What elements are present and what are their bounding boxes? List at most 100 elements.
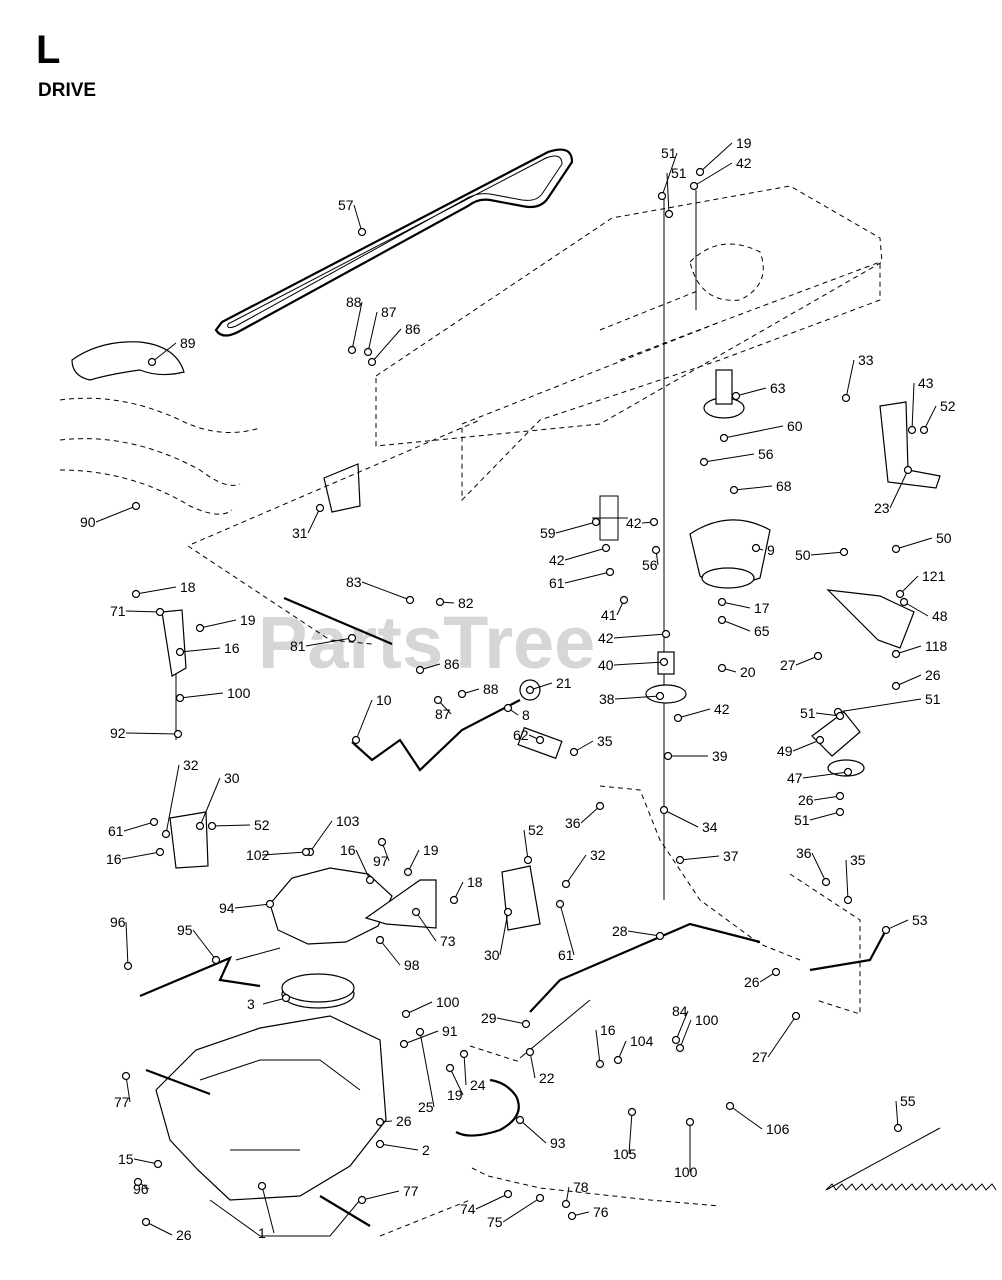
callout-29[interactable]: 29 [481, 1010, 497, 1026]
callout-86[interactable]: 86 [444, 656, 460, 672]
callout-88[interactable]: 88 [346, 294, 362, 310]
callout-19[interactable]: 19 [736, 135, 752, 151]
callout-51[interactable]: 51 [661, 145, 677, 161]
callout-68[interactable]: 68 [776, 478, 792, 494]
callout-21[interactable]: 21 [556, 675, 572, 691]
callout-87[interactable]: 87 [381, 304, 397, 320]
callout-93[interactable]: 93 [550, 1135, 566, 1151]
callout-23[interactable]: 23 [874, 500, 890, 516]
callout-92[interactable]: 92 [110, 725, 126, 741]
callout-47[interactable]: 47 [787, 770, 803, 786]
callout-82[interactable]: 82 [458, 595, 474, 611]
callout-102[interactable]: 102 [246, 847, 270, 863]
callout-18[interactable]: 18 [180, 579, 196, 595]
callout-30[interactable]: 30 [484, 947, 500, 963]
callout-89[interactable]: 89 [180, 335, 196, 351]
callout-65[interactable]: 65 [754, 623, 770, 639]
callout-42[interactable]: 42 [736, 155, 752, 171]
callout-15[interactable]: 15 [118, 1151, 134, 1167]
callout-118[interactable]: 118 [925, 638, 948, 654]
callout-42[interactable]: 42 [626, 515, 642, 531]
callout-59[interactable]: 59 [540, 525, 556, 541]
callout-100[interactable]: 100 [674, 1164, 698, 1180]
callout-26[interactable]: 26 [176, 1227, 192, 1243]
callout-26[interactable]: 26 [798, 792, 814, 808]
callout-2[interactable]: 2 [422, 1142, 430, 1158]
callout-91[interactable]: 91 [442, 1023, 458, 1039]
callout-26[interactable]: 26 [744, 974, 760, 990]
callout-16[interactable]: 16 [340, 842, 356, 858]
callout-32[interactable]: 32 [590, 847, 606, 863]
callout-98[interactable]: 98 [404, 957, 420, 973]
callout-105[interactable]: 105 [613, 1146, 637, 1162]
callout-88[interactable]: 88 [483, 681, 499, 697]
callout-96[interactable]: 96 [110, 914, 126, 930]
callout-20[interactable]: 20 [740, 664, 756, 680]
callout-16[interactable]: 16 [106, 851, 122, 867]
callout-62[interactable]: 62 [513, 727, 529, 743]
callout-56[interactable]: 56 [758, 446, 774, 462]
callout-27[interactable]: 27 [752, 1049, 768, 1065]
callout-74[interactable]: 74 [460, 1201, 476, 1217]
callout-90[interactable]: 90 [80, 514, 96, 530]
callout-35[interactable]: 35 [597, 733, 613, 749]
callout-96[interactable]: 96 [133, 1181, 149, 1197]
callout-51[interactable]: 51 [925, 691, 941, 707]
callout-104[interactable]: 104 [630, 1033, 654, 1049]
callout-24[interactable]: 24 [470, 1077, 486, 1093]
callout-31[interactable]: 31 [292, 525, 308, 541]
callout-9[interactable]: 9 [767, 542, 775, 558]
callout-32[interactable]: 32 [183, 757, 199, 773]
callout-95[interactable]: 95 [177, 922, 193, 938]
callout-50[interactable]: 50 [936, 530, 952, 546]
callout-26[interactable]: 26 [396, 1113, 412, 1129]
callout-19[interactable]: 19 [423, 842, 439, 858]
callout-97[interactable]: 97 [373, 853, 389, 869]
callout-40[interactable]: 40 [598, 657, 614, 673]
callout-22[interactable]: 22 [539, 1070, 555, 1086]
callout-19[interactable]: 19 [447, 1087, 463, 1103]
callout-19[interactable]: 19 [240, 612, 256, 628]
callout-35[interactable]: 35 [850, 852, 866, 868]
callout-63[interactable]: 63 [770, 380, 786, 396]
callout-26[interactable]: 26 [925, 667, 941, 683]
callout-94[interactable]: 94 [219, 900, 235, 916]
callout-106[interactable]: 106 [766, 1121, 790, 1137]
callout-43[interactable]: 43 [918, 375, 934, 391]
callout-16[interactable]: 16 [224, 640, 240, 656]
callout-61[interactable]: 61 [108, 823, 124, 839]
callout-51[interactable]: 51 [794, 812, 810, 828]
callout-30[interactable]: 30 [224, 770, 240, 786]
callout-33[interactable]: 33 [858, 352, 874, 368]
callout-27[interactable]: 27 [780, 657, 796, 673]
callout-76[interactable]: 76 [593, 1204, 609, 1220]
callout-37[interactable]: 37 [723, 848, 739, 864]
callout-25[interactable]: 25 [418, 1099, 434, 1115]
callout-55[interactable]: 55 [900, 1093, 916, 1109]
callout-17[interactable]: 17 [754, 600, 770, 616]
callout-36[interactable]: 36 [565, 815, 581, 831]
callout-49[interactable]: 49 [777, 743, 793, 759]
callout-53[interactable]: 53 [912, 912, 928, 928]
callout-100[interactable]: 100 [227, 685, 251, 701]
callout-83[interactable]: 83 [346, 574, 362, 590]
callout-42[interactable]: 42 [598, 630, 614, 646]
callout-121[interactable]: 121 [922, 568, 946, 584]
callout-51[interactable]: 51 [800, 705, 816, 721]
callout-50[interactable]: 50 [795, 547, 811, 563]
callout-77[interactable]: 77 [114, 1094, 130, 1110]
callout-16[interactable]: 16 [600, 1022, 616, 1038]
callout-36[interactable]: 36 [796, 845, 812, 861]
callout-73[interactable]: 73 [440, 933, 456, 949]
callout-84[interactable]: 84 [672, 1003, 688, 1019]
callout-60[interactable]: 60 [787, 418, 803, 434]
callout-48[interactable]: 48 [932, 608, 948, 624]
callout-28[interactable]: 28 [612, 923, 628, 939]
callout-38[interactable]: 38 [599, 691, 615, 707]
callout-42[interactable]: 42 [549, 552, 565, 568]
callout-103[interactable]: 103 [336, 813, 360, 829]
callout-78[interactable]: 78 [573, 1179, 589, 1195]
callout-100[interactable]: 100 [695, 1012, 719, 1028]
callout-8[interactable]: 8 [522, 707, 530, 723]
callout-39[interactable]: 39 [712, 748, 728, 764]
